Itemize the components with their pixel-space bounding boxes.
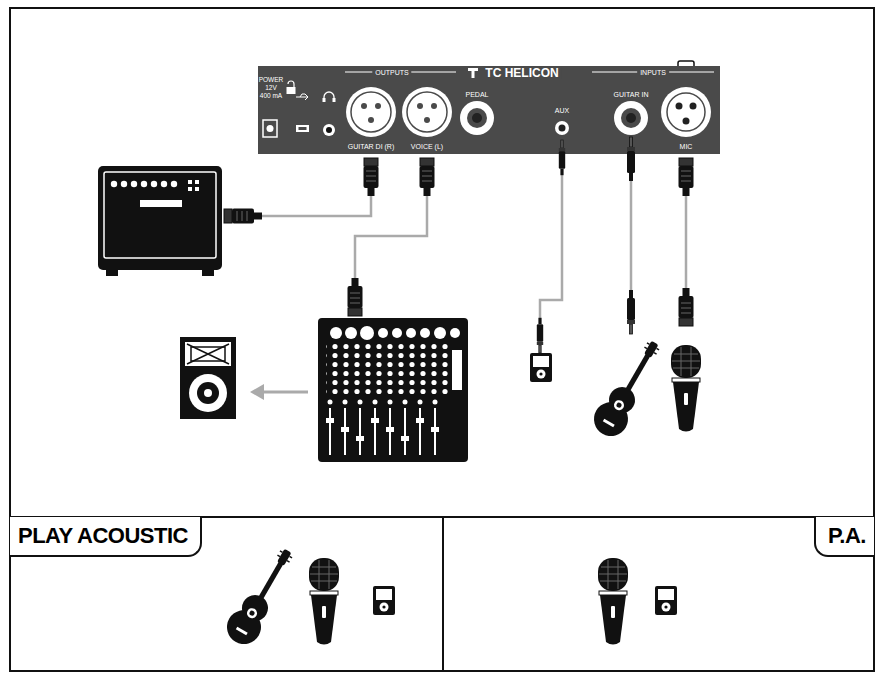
- signal-arrow: [262, 391, 308, 394]
- port-label: GUITAR DI (R): [348, 143, 395, 150]
- device-rear-panel: OUTPUTS TC HELICON INPUTS: [260, 67, 720, 153]
- cables: [262, 175, 686, 318]
- guitar-amp: [98, 166, 222, 276]
- port-label: GUITAR IN: [614, 91, 649, 98]
- arrow-head: [250, 384, 264, 400]
- scenario-tab: P.A.: [814, 517, 874, 557]
- power-spec: 400 mA: [260, 93, 282, 100]
- device-panel-art: [258, 61, 720, 154]
- scenario-tab: PLAY ACOUSTIC: [10, 517, 202, 557]
- port-label: AUX: [555, 107, 569, 114]
- divider: [442, 517, 444, 671]
- section-heading: INPUTS: [637, 69, 669, 76]
- scenario-title: PLAY ACOUSTIC: [18, 525, 188, 547]
- port-label: VOICE (L): [411, 143, 443, 150]
- outer-frame: [10, 8, 874, 671]
- instruments: [221, 334, 701, 650]
- speaker: [180, 337, 236, 419]
- brand-logo: TC HELICON: [482, 67, 561, 79]
- port-label: MIC: [680, 143, 693, 150]
- scenario-title: P.A.: [828, 525, 866, 547]
- power-spec: 12V: [265, 85, 277, 92]
- section-heading: OUTPUTS: [372, 69, 411, 76]
- mixer: [318, 318, 468, 462]
- port-label: PEDAL: [466, 91, 489, 98]
- power-label: POWER: [259, 77, 284, 84]
